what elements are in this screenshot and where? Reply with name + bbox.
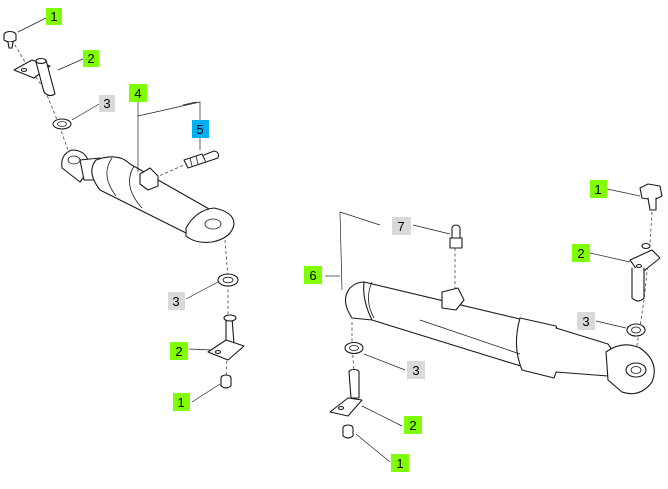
callout-3-far-right: 3 [577, 312, 595, 330]
callout-1-far-right: 1 [590, 180, 607, 198]
left-cylinder-assembly [3, 17, 245, 403]
washer-lower-left [217, 273, 239, 287]
callout-label: 3 [172, 294, 179, 309]
callout-2-far-right: 2 [572, 244, 590, 262]
callout-5: 5 [192, 120, 209, 138]
callout-label: 2 [409, 418, 416, 433]
callout-badge [304, 266, 322, 284]
callout-3-right-lower: 3 [407, 361, 425, 379]
callout-badge [46, 8, 62, 25]
callout-3-top-left: 3 [99, 95, 115, 112]
right-cylinder-assembly [325, 183, 663, 463]
callout-label: 6 [309, 268, 316, 283]
callout-badge [404, 416, 422, 434]
callout-6: 6 [304, 266, 322, 284]
callout-label: 2 [577, 246, 584, 261]
screw-top-left [3, 30, 17, 49]
callout-badge [192, 120, 209, 138]
callout-4: 4 [129, 84, 147, 102]
callout-2-lower-left: 2 [170, 342, 188, 360]
callout-badge [168, 292, 185, 310]
callout-label: 2 [87, 51, 94, 66]
callout-badge [173, 393, 190, 411]
callout-label: 1 [50, 9, 57, 24]
callout-label: 3 [412, 363, 419, 378]
callout-2-right-lower: 2 [404, 416, 422, 434]
callout-badge [590, 180, 607, 198]
callout-label: 3 [103, 96, 110, 111]
callout-label: 1 [177, 395, 184, 410]
callout-badge [391, 454, 409, 472]
callout-1-lower-left: 1 [173, 393, 190, 411]
screw-lower-left [220, 374, 232, 389]
callout-7: 7 [392, 217, 411, 235]
pin-plate-lower-left [207, 314, 245, 361]
callout-badge [170, 342, 188, 360]
left-cylinder [61, 149, 235, 243]
callout-1-right-lower: 1 [391, 454, 409, 472]
callout-label: 1 [594, 182, 601, 197]
callout-badge [129, 84, 147, 102]
fitting-left [183, 150, 220, 169]
screw-right-lower [342, 424, 354, 439]
fitting-right [449, 224, 463, 249]
pin-plate-right-lower [329, 368, 363, 417]
callout-badge [392, 217, 411, 235]
callout-3-lower-left: 3 [168, 292, 185, 310]
callout-label: 3 [582, 314, 589, 329]
callout-label: 4 [134, 86, 141, 101]
callout-badge [577, 312, 595, 330]
callout-badge [572, 244, 590, 262]
right-cylinder [344, 281, 655, 395]
callout-badge [407, 361, 425, 379]
callouts: 1 2 3 4 5 3 2 1 [46, 8, 607, 472]
callout-2-top-left: 2 [83, 50, 99, 67]
callout-1-top-left: 1 [46, 8, 62, 25]
washer-right-lower [344, 341, 364, 355]
callout-label: 2 [175, 344, 182, 359]
pin-plate-right-top [629, 242, 661, 302]
callout-label: 7 [397, 219, 404, 234]
washer-right-top [626, 323, 646, 337]
pin-plate-top-left [13, 57, 56, 97]
screw-right-top [639, 183, 663, 211]
callout-label: 1 [396, 456, 403, 471]
washer-top-left [52, 118, 72, 130]
callout-badge [83, 50, 99, 67]
callout-badge [99, 95, 115, 112]
callout-label: 5 [196, 122, 203, 137]
